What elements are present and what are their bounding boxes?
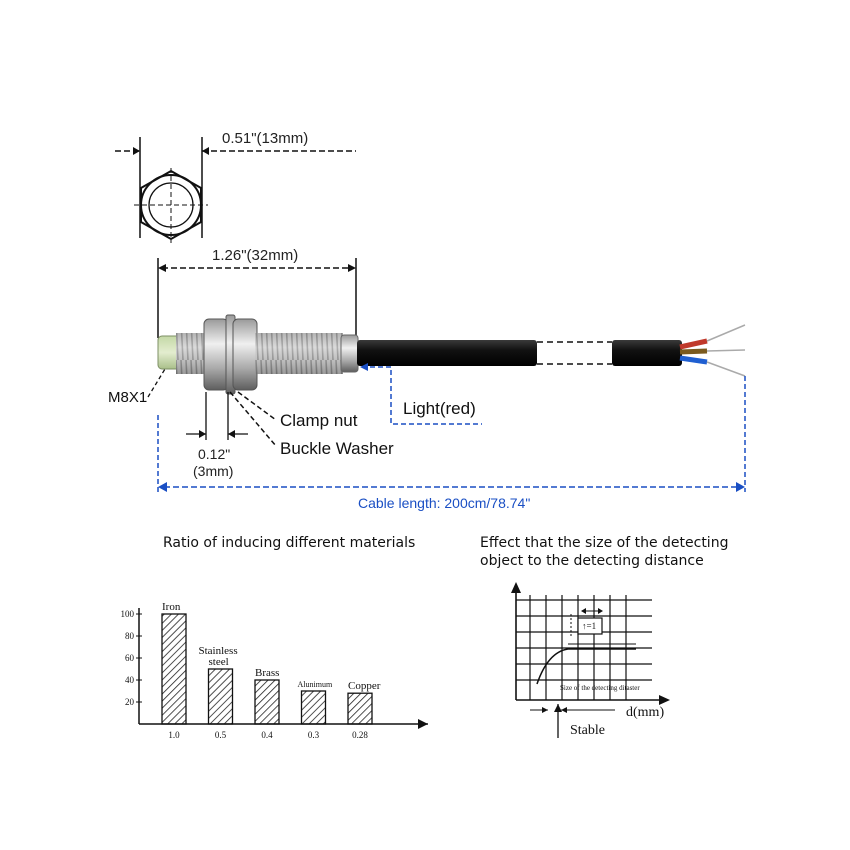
body-length-dimension <box>157 258 357 338</box>
bar-stainless-steel <box>207 668 234 725</box>
x-tick-label: 0.4 <box>261 730 273 740</box>
cable <box>357 324 746 377</box>
thread-label: M8X1 <box>108 389 147 406</box>
light-indicator-leader <box>360 363 482 425</box>
head-width-label: 0.51"(13mm) <box>222 130 308 147</box>
buckle-washer-label: Buckle Washer <box>280 439 394 458</box>
hex-nut-outline <box>140 169 202 241</box>
x-tick-label: 0.3 <box>308 730 320 740</box>
sensor-tail <box>340 334 359 373</box>
bar-aluminum <box>300 690 327 725</box>
distance-chart-heading-line2: object to the detecting distance <box>480 553 704 569</box>
wire-red <box>679 338 708 350</box>
head-top-view <box>115 137 356 243</box>
ratio-chart-heading: Ratio of inducing different materials <box>163 535 415 551</box>
y-tick-label: 20 <box>125 697 135 707</box>
bar-category-label: Stainless <box>199 645 238 657</box>
wire-blue <box>679 355 708 365</box>
light-label: Light(red) <box>403 399 476 418</box>
washer-thickness-label-line1: 0.12" <box>198 446 230 462</box>
y-tick-label: 60 <box>125 653 135 663</box>
x-tick-label: 0.28 <box>352 730 368 740</box>
sensor-body <box>157 314 359 395</box>
stable-label: Stable <box>570 723 605 738</box>
cable-length-label: Cable length: 200cm/78.74" <box>358 495 530 511</box>
washer-thickness-label-line2: (3mm) <box>193 463 233 479</box>
x-tick-label: 0.5 <box>215 730 227 740</box>
inner-caption: Size of the detecting ditaster <box>560 684 640 692</box>
wire-brown <box>679 348 708 355</box>
distance-effect-chart <box>511 582 670 738</box>
y-tick-label: 40 <box>125 675 135 685</box>
bar-category-label: Brass <box>255 667 279 679</box>
bar-brass <box>254 679 280 725</box>
clamp-nut-1 <box>203 318 229 391</box>
chart-grid <box>516 595 652 700</box>
leader-lines <box>147 368 277 447</box>
bar-copper <box>347 692 373 725</box>
unit-box-label: ↑=1 <box>582 621 596 631</box>
cable-length-dimension <box>157 376 746 492</box>
clamp-nut-label: Clamp nut <box>280 411 358 430</box>
bar-category-label: Iron <box>162 601 181 613</box>
distance-chart-heading-line1: Effect that the size of the detecting <box>480 535 728 551</box>
x-tick-label: 1.0 <box>168 730 180 740</box>
bar-iron <box>161 613 187 725</box>
x-axis-label: d(mm) <box>626 705 664 720</box>
y-tick-label: 100 <box>121 609 135 619</box>
detection-curve <box>536 648 636 685</box>
bar-category-label: Alunimum <box>298 680 333 689</box>
bar-category-label: steel <box>209 656 229 668</box>
y-tick-label: 80 <box>125 631 135 641</box>
clamp-nut-2 <box>232 318 258 391</box>
unit-box <box>577 617 603 635</box>
body-length-label: 1.26"(32mm) <box>212 247 298 264</box>
bar-category-label: Copper <box>348 680 381 692</box>
